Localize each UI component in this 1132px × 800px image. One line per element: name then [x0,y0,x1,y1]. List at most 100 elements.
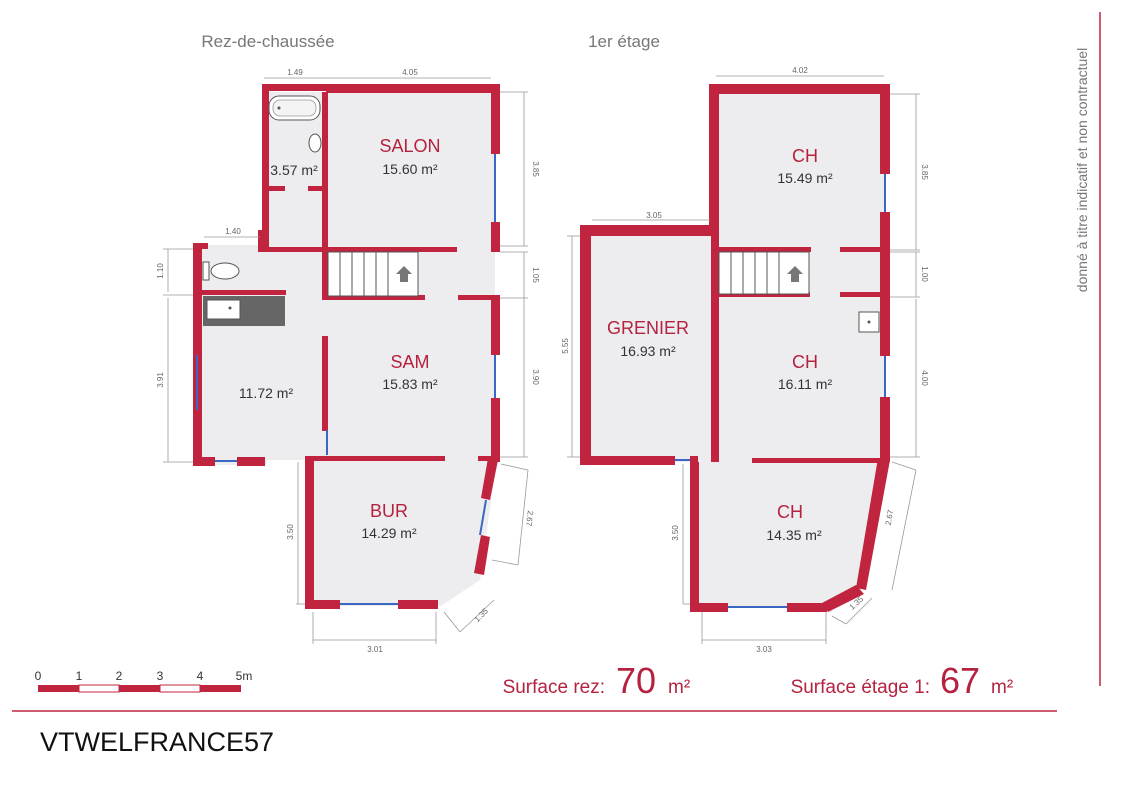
wall [491,84,500,154]
room-area-bathroom: 3.57 m² [270,162,318,178]
dimension-label: 3.05 [646,211,662,220]
staircase [718,251,810,295]
bedroom-floor [697,460,886,607]
surface-label: Surface étage 1: [791,677,930,698]
room-area-kitchen: 11.72 m² [239,385,294,401]
dimension-label: 3.85 [920,164,929,180]
surface-ground: Surface rez: 70 m² [503,660,691,701]
wall [752,458,886,463]
sink-icon [308,133,322,153]
dimension-label: 2.67 [524,510,535,527]
wall [491,398,500,462]
wall [690,603,728,612]
dimension-label: 1.00 [920,266,929,282]
ground-floor-title: Rez-de-chaussée [201,32,334,51]
scale-tick-label: 0 [35,669,42,683]
dimension-label: 1.49 [287,68,303,77]
dimension-label: 3.03 [756,645,772,654]
sink-icon [858,311,880,333]
room-name-ch-2: CH [792,352,818,372]
scale-tick-label: 2 [116,669,123,683]
wall [880,397,890,462]
surface-label: Surface rez: [503,677,605,698]
room-area-grenier: 16.93 m² [620,343,676,359]
wall [262,84,269,250]
wall [491,295,500,355]
wall [880,300,890,356]
wall [711,232,719,462]
disclaimer-text: donné à titre indicatif et non contractu… [1074,48,1090,292]
wall [305,457,314,609]
wall [580,225,591,465]
scale-bar: 0 1 2 3 4 5m [35,669,253,693]
room-area-ch-2: 16.11 m² [778,376,833,392]
ground-floor-area-left [197,245,267,465]
surface-value: 70 [616,660,656,701]
scale-tick-label: 5m [236,669,253,683]
wall [262,84,326,91]
dimension-label: 1.05 [531,267,540,283]
dimension-label: 3.85 [531,161,540,177]
first-floor-title: 1er étage [588,32,660,51]
wall [305,600,340,609]
room-area-bur: 14.29 m² [361,525,417,541]
dimension-label: 1.40 [225,227,241,236]
wall [322,336,328,431]
dimension-label: 3.91 [156,372,165,388]
wall [322,248,328,300]
wall [709,84,719,236]
ground-floor-plan [163,77,529,644]
dimension-label: 1.10 [156,263,165,279]
room-area-ch-1: 15.49 m² [777,170,833,186]
surface-unit: m² [991,677,1013,698]
dimension-label: 3.50 [671,525,680,541]
wall [308,186,325,191]
room-name-sam: SAM [390,352,429,372]
wall [237,457,265,466]
wall [491,222,500,252]
wall [474,535,490,575]
wall [305,456,445,461]
room-name-salon: SALON [379,136,440,156]
dimension-label: 1.35 [473,606,491,624]
wall [325,295,425,300]
scale-tick-label: 4 [197,669,204,683]
wall [880,212,890,300]
attic-floor [587,232,717,462]
wall [709,84,890,94]
dimension-label: 5.55 [561,338,570,354]
wall [193,457,215,466]
wall [580,456,675,465]
wall [458,295,493,300]
wall [193,243,208,249]
wall [840,247,882,252]
room-name-ch-1: CH [792,146,818,166]
surface-unit: m² [668,677,690,698]
wall [478,456,500,461]
wall [787,603,827,612]
room-area-ch-3: 14.35 m² [766,527,822,543]
wall [322,92,328,247]
dimension-label: 2.67 [884,509,896,526]
wall [690,462,699,612]
window [479,499,487,536]
wall [690,456,698,464]
first-floor-plan [567,75,920,644]
wall [840,292,882,297]
dimension-label: 3.50 [286,524,295,540]
dimension-label: 3.90 [531,369,540,385]
bureau-floor [312,458,497,606]
wall [398,600,438,609]
kitchen-counter-icon [203,296,285,326]
dimension-label: 4.02 [792,66,808,75]
room-name-bur: BUR [370,501,408,521]
room-name-grenier: GRENIER [607,318,689,338]
dimension-label: 3.01 [367,645,383,654]
property-reference: VTWELFRANCE57 [40,727,274,757]
staircase [327,251,419,297]
wall [326,84,500,93]
wall [822,585,864,612]
scale-tick-label: 3 [157,669,164,683]
wall [262,247,457,252]
surface-value: 67 [940,660,980,701]
